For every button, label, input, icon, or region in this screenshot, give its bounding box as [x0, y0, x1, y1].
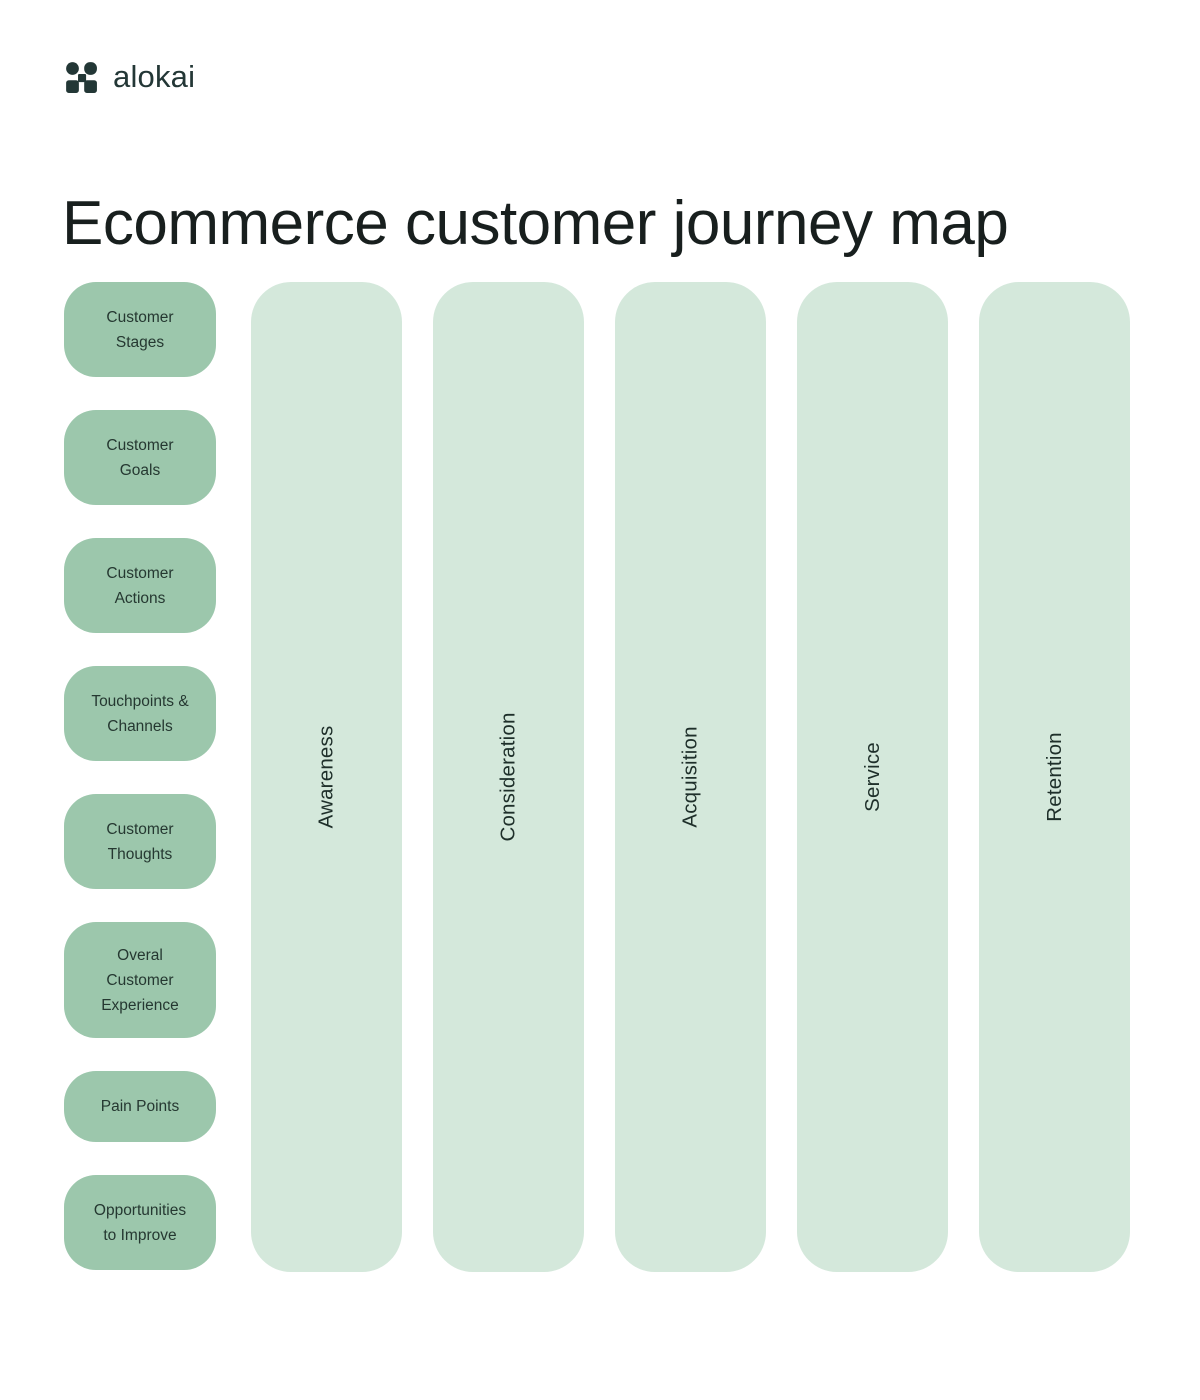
stage-columns: Awareness Consideration Acquisition Serv… — [251, 282, 1130, 1272]
row-pill-label: Customer Stages — [106, 308, 174, 351]
row-pill-label: Customer Goals — [106, 436, 174, 479]
stage-label: Retention — [1042, 732, 1066, 822]
stage-column-service: Service — [797, 282, 948, 1272]
row-pill-customer-stages: Customer Stages — [64, 282, 216, 377]
row-pill-label: Opportunities to Improve — [93, 1201, 187, 1244]
alokai-wordmark: alokai — [113, 59, 196, 94]
row-pill-pain-points: Pain Points — [64, 1071, 216, 1142]
stage-column-acquisition: Acquisition — [615, 282, 766, 1272]
row-pill-label: Overal Customer Experience — [101, 946, 179, 1014]
journey-map: Customer Stages Customer Goals Customer … — [64, 282, 1130, 1272]
stage-label: Acquisition — [678, 726, 702, 828]
row-pill-label: Customer Actions — [106, 564, 174, 607]
row-pill-overall-customer-experience: Overal Customer Experience — [64, 922, 216, 1038]
row-pill-customer-thoughts: Customer Thoughts — [64, 794, 216, 889]
alokai-logo: alokai — [64, 60, 195, 94]
stage-column-consideration: Consideration — [433, 282, 584, 1272]
stage-label: Consideration — [496, 712, 520, 842]
row-pill-touchpoints-channels: Touchpoints & Channels — [64, 666, 216, 761]
stage-label: Service — [860, 742, 884, 812]
row-pill-customer-goals: Customer Goals — [64, 410, 216, 505]
row-labels-column: Customer Stages Customer Goals Customer … — [64, 282, 216, 1272]
stage-column-retention: Retention — [979, 282, 1130, 1272]
row-pill-customer-actions: Customer Actions — [64, 538, 216, 633]
row-pill-label: Pain Points — [100, 1098, 180, 1115]
stage-label: Awareness — [314, 725, 338, 829]
row-pill-label: Touchpoints & Channels — [91, 692, 189, 735]
alokai-mark-icon — [66, 62, 97, 93]
row-pill-opportunities-to-improve: Opportunities to Improve — [64, 1175, 216, 1270]
row-pill-label: Customer Thoughts — [106, 820, 174, 863]
page-title: Ecommerce customer journey map — [62, 188, 1009, 258]
stage-column-awareness: Awareness — [251, 282, 402, 1272]
